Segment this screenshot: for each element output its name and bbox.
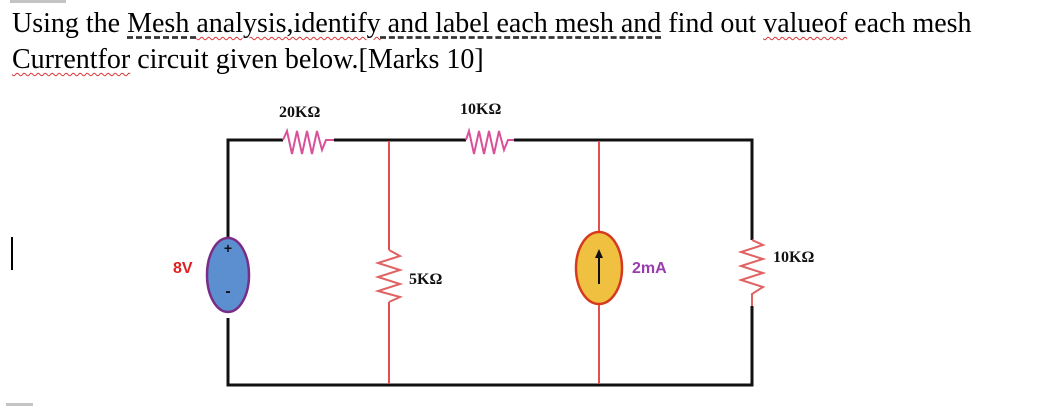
q-spelling-marked: valueof xyxy=(763,8,848,39)
q-text: find out xyxy=(661,8,764,39)
resistor-zigzag-icon xyxy=(282,127,334,155)
page-bottom-marker xyxy=(6,403,33,406)
resistor-10k-top-label: 10KΩ xyxy=(460,101,501,118)
resistor-20k-label: 20KΩ xyxy=(279,104,320,121)
branch-wires xyxy=(388,141,600,384)
resistor-20k: 20KΩ xyxy=(279,104,334,155)
q-text: Using the xyxy=(12,8,128,39)
q-grammar-marked: and label each mesh and xyxy=(380,8,662,39)
page-top-marker xyxy=(10,0,66,3)
resistor-10k-right: 10KΩ xyxy=(737,239,814,306)
voltage-source-8v: + - 8V xyxy=(173,236,251,314)
resistor-10k-right-label: 10KΩ xyxy=(773,249,814,266)
plus-terminal-icon: + xyxy=(224,240,232,256)
resistor-zigzag-icon xyxy=(374,249,404,303)
q-spelling-marked: Currentfor xyxy=(12,44,131,75)
question-line-1: Using the Mesh analysis,identify and lab… xyxy=(12,6,1062,42)
resistor-5k-label: 5KΩ xyxy=(409,271,442,288)
voltage-source-icon xyxy=(205,236,251,314)
text-cursor xyxy=(11,237,13,270)
question-line-2: Currentfor circuit given below.[Marks 10… xyxy=(12,42,1062,78)
voltage-source-label: 8V xyxy=(173,260,193,277)
resistor-5k: 5KΩ xyxy=(374,249,442,303)
q-text: circuit given below.[Marks 10] xyxy=(130,44,484,75)
q-text: each mesh xyxy=(847,8,972,39)
arrow-up-head-icon xyxy=(595,249,603,258)
q-spelling-marked: analysis,identify xyxy=(196,8,381,39)
current-source-label: 2mA xyxy=(632,260,667,277)
q-grammar-marked: Mesh xyxy=(127,8,197,39)
main-wires xyxy=(226,138,754,387)
question-text: Using the Mesh analysis,identify and lab… xyxy=(12,6,1062,78)
current-source-2ma: 2mA xyxy=(574,230,667,306)
resistor-zigzag-icon xyxy=(465,127,514,155)
minus-terminal-icon: - xyxy=(225,283,230,300)
resistor-zigzag-icon xyxy=(737,239,767,306)
resistor-10k-top: 10KΩ xyxy=(460,101,514,155)
